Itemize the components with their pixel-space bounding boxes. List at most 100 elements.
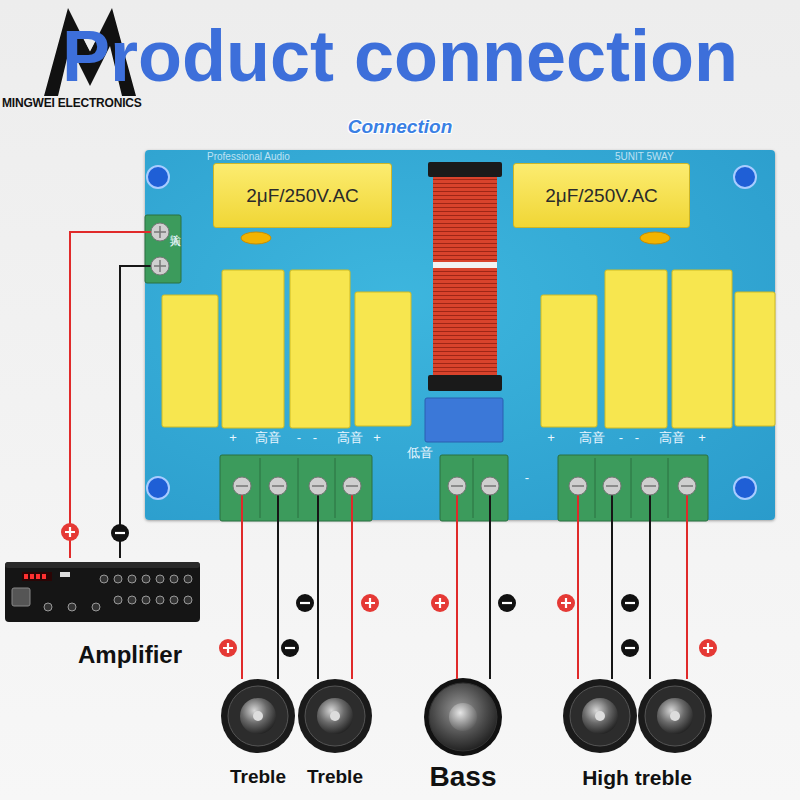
tweeter-pair: High treble bbox=[558, 679, 716, 794]
output-terminal bbox=[236, 485, 693, 487]
speaker-wire bbox=[241, 520, 243, 679]
amplifier: Amplifier bbox=[0, 558, 215, 673]
tweeter-drawing bbox=[638, 679, 712, 753]
film-capacitor: 2μF/250V.AC bbox=[213, 163, 392, 228]
mounting-hole bbox=[734, 477, 756, 499]
output-terminal bbox=[233, 477, 696, 495]
amplifier-wire bbox=[120, 266, 145, 558]
speaker-label: Treble bbox=[297, 767, 373, 786]
tweeter-drawing bbox=[330, 711, 340, 721]
box-capacitor bbox=[541, 295, 597, 427]
crossover-board: Professional Audio5UNIT 5WAY2μF/250V.AC2… bbox=[145, 150, 775, 520]
tweeter-drawing bbox=[253, 711, 263, 721]
amplifier-device bbox=[44, 603, 52, 611]
amplifier-device bbox=[170, 596, 178, 604]
positive-mark bbox=[223, 643, 233, 653]
output-terminal bbox=[611, 488, 613, 520]
polarity-sign: - bbox=[619, 431, 623, 444]
amplifier-device bbox=[100, 575, 108, 583]
amplifier-device bbox=[156, 575, 164, 583]
output-terminal bbox=[269, 477, 287, 495]
small-capacitor bbox=[241, 232, 271, 244]
polarity-sign: - bbox=[297, 431, 301, 444]
brand-logo bbox=[44, 8, 136, 96]
output-terminal bbox=[317, 488, 319, 520]
tweeter-drawing bbox=[317, 698, 353, 734]
speaker-wire bbox=[456, 520, 458, 679]
negative-mark bbox=[285, 647, 295, 649]
output-terminal bbox=[558, 455, 708, 521]
negative-mark bbox=[625, 647, 635, 649]
input-terminal bbox=[151, 257, 169, 275]
inductor-coil bbox=[428, 162, 502, 391]
negative-mark bbox=[625, 602, 635, 604]
amplifier-device bbox=[170, 575, 178, 583]
negative-mark bbox=[621, 594, 639, 612]
amplifier-device bbox=[5, 562, 200, 568]
speaker-wire bbox=[611, 520, 613, 679]
amplifier-device bbox=[156, 596, 164, 604]
positive-mark bbox=[561, 598, 571, 608]
output-terminal bbox=[277, 488, 279, 520]
negative-mark bbox=[300, 602, 310, 604]
tweeter-drawing bbox=[595, 711, 605, 721]
polarity-sign: + bbox=[547, 431, 555, 444]
tweeter-drawing bbox=[228, 686, 288, 746]
positive-mark bbox=[361, 594, 379, 612]
output-terminal bbox=[343, 477, 361, 495]
output-terminal bbox=[220, 455, 372, 521]
amplifier-device bbox=[5, 562, 200, 622]
speaker-wire bbox=[277, 520, 279, 679]
positive-mark bbox=[557, 594, 575, 612]
output-terminal bbox=[603, 477, 621, 495]
positive-mark bbox=[699, 639, 717, 657]
silkscreen-text: 5UNIT 5WAY bbox=[615, 152, 674, 162]
input-terminal bbox=[145, 265, 158, 267]
speaker-wire bbox=[351, 520, 353, 679]
amplifier-device bbox=[42, 574, 46, 579]
positive-mark bbox=[435, 598, 445, 608]
input-terminal bbox=[154, 226, 166, 272]
tweeter: Treble bbox=[220, 679, 296, 794]
positive-mark bbox=[699, 639, 717, 657]
negative-mark bbox=[296, 594, 314, 612]
silkscreen-text: 高音 bbox=[579, 431, 605, 444]
amplifier-device bbox=[5, 562, 200, 622]
output-terminal bbox=[309, 477, 327, 495]
amplifier-device bbox=[184, 596, 192, 604]
brand-logo bbox=[78, 30, 102, 72]
woofer-drawing bbox=[449, 703, 477, 731]
amplifier-device bbox=[184, 575, 192, 583]
positive-mark bbox=[65, 527, 75, 537]
output-terminal bbox=[260, 458, 668, 518]
output-terminal bbox=[481, 477, 499, 495]
speaker-wire bbox=[577, 520, 579, 679]
input-terminal bbox=[151, 223, 169, 241]
output-terminal bbox=[448, 477, 466, 495]
speaker-wire bbox=[489, 520, 491, 679]
amplifier-device bbox=[128, 575, 136, 583]
speaker-label: Bass bbox=[423, 763, 503, 791]
tweeter-drawing bbox=[305, 686, 365, 746]
tweeter-drawing bbox=[670, 711, 680, 721]
amplifier-device bbox=[36, 574, 40, 579]
amplifier-device bbox=[30, 574, 34, 579]
negative-mark bbox=[281, 639, 299, 657]
negative-mark bbox=[111, 524, 129, 542]
negative-mark bbox=[111, 524, 639, 657]
woofer-drawing bbox=[424, 678, 502, 756]
output-terminal bbox=[678, 477, 696, 495]
output-terminal bbox=[577, 488, 579, 520]
amplifier-device bbox=[24, 574, 28, 579]
box-capacitor bbox=[605, 270, 667, 428]
positive-mark bbox=[431, 594, 449, 612]
amplifier-device bbox=[114, 596, 122, 604]
amplifier-device bbox=[128, 596, 136, 604]
amplifier-device bbox=[142, 596, 150, 604]
polarity-sign: - bbox=[313, 431, 317, 444]
negative-mark bbox=[621, 639, 639, 657]
silkscreen-text: Professional Audio bbox=[207, 152, 290, 162]
amplifier-device bbox=[60, 572, 70, 577]
woofer-drawing bbox=[424, 678, 502, 756]
negative-mark bbox=[498, 594, 516, 612]
